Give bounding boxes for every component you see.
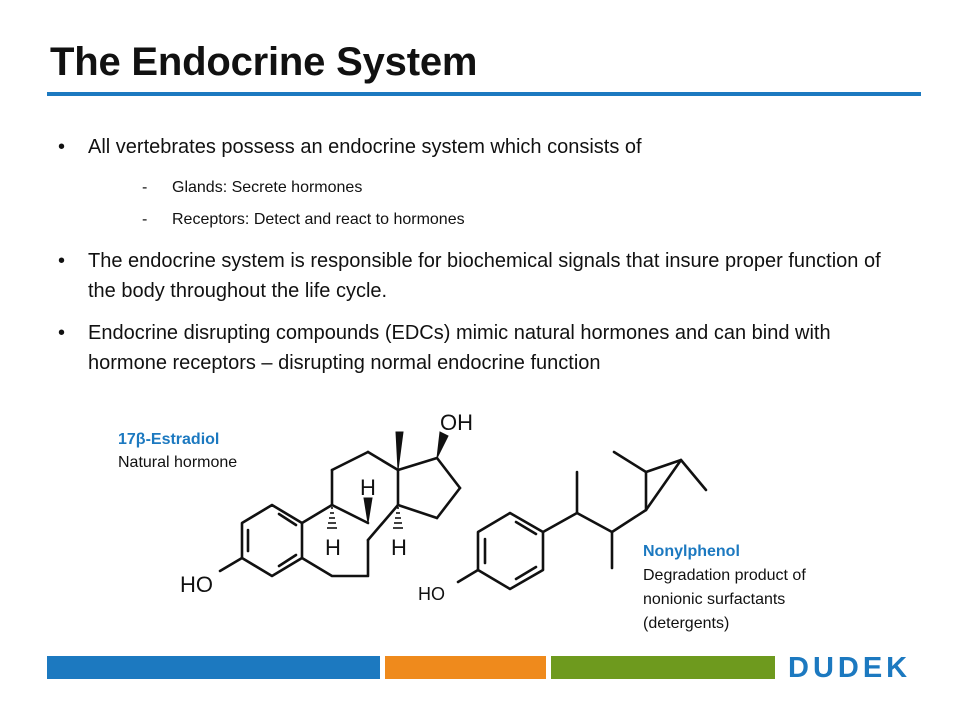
sub-bullet-marker: -	[142, 179, 148, 196]
bullet-marker: •	[58, 136, 66, 158]
estradiol-oh-atom: OH	[440, 410, 473, 435]
footer-bar-green	[551, 656, 775, 679]
bullet-marker: •	[58, 322, 66, 344]
bullet-text: Endocrine disrupting compounds (EDCs) mi…	[88, 322, 831, 374]
estradiol-structure	[218, 450, 462, 578]
bullet-text: The endocrine system is responsible for …	[88, 250, 881, 302]
nonylphenol-description-line: Degradation product of	[643, 567, 806, 584]
estradiol-name: 17β-Estradiol	[118, 431, 220, 448]
bullet-list: • All vertebrates possess an endocrine s…	[58, 132, 908, 390]
nonylphenol-name: Nonylphenol	[643, 543, 740, 560]
slide-title: The Endocrine System	[50, 40, 478, 84]
estradiol-label: 17β-Estradiol Natural hormone	[118, 428, 237, 474]
estradiol-stereo-bonds	[327, 431, 449, 529]
bullet-text: All vertebrates possess an endocrine sys…	[88, 136, 642, 158]
nonylphenol-description-line: nonionic surfactants	[643, 591, 786, 608]
sub-bullet-item: - Receptors: Detect and react to hormone…	[58, 204, 908, 236]
h-wedge	[363, 497, 373, 524]
estradiol-h-atom: H	[391, 535, 407, 560]
hashed-bond-left	[327, 507, 337, 529]
hashed-bond-right	[393, 507, 403, 529]
estradiol-ho-atom: HO	[180, 572, 213, 597]
sub-bullet-text: Receptors: Detect and react to hormones	[172, 211, 465, 228]
bullet-item: • Endocrine disrupting compounds (EDCs) …	[58, 318, 908, 378]
sub-bullet-item: - Glands: Secrete hormones	[58, 172, 908, 204]
nonylphenol-label: Nonylphenol Degradation product of nonio…	[643, 540, 806, 636]
sub-bullet-list: - Glands: Secrete hormones - Receptors: …	[58, 172, 908, 236]
sub-bullet-marker: -	[142, 211, 148, 228]
nonylphenol-description-line: (detergents)	[643, 615, 730, 632]
estradiol-h-atom: H	[325, 535, 341, 560]
oh-wedge	[436, 431, 449, 459]
footer-bar-orange	[385, 656, 546, 679]
bullet-item: • The endocrine system is responsible fo…	[58, 246, 908, 306]
estradiol-description: Natural hormone	[118, 454, 238, 471]
sub-bullet-text: Glands: Secrete hormones	[172, 179, 363, 196]
footer-bar-blue	[47, 656, 380, 679]
estradiol-h-atom: H	[360, 475, 376, 500]
title-underline	[47, 92, 921, 96]
nonylphenol-ho-atom: HO	[418, 584, 445, 604]
methyl-wedge	[395, 431, 404, 471]
nonylphenol-structure	[456, 450, 708, 591]
dudek-logo: DUDEK	[788, 652, 912, 684]
bullet-marker: •	[58, 250, 66, 272]
bullet-item: • All vertebrates possess an endocrine s…	[58, 132, 908, 162]
